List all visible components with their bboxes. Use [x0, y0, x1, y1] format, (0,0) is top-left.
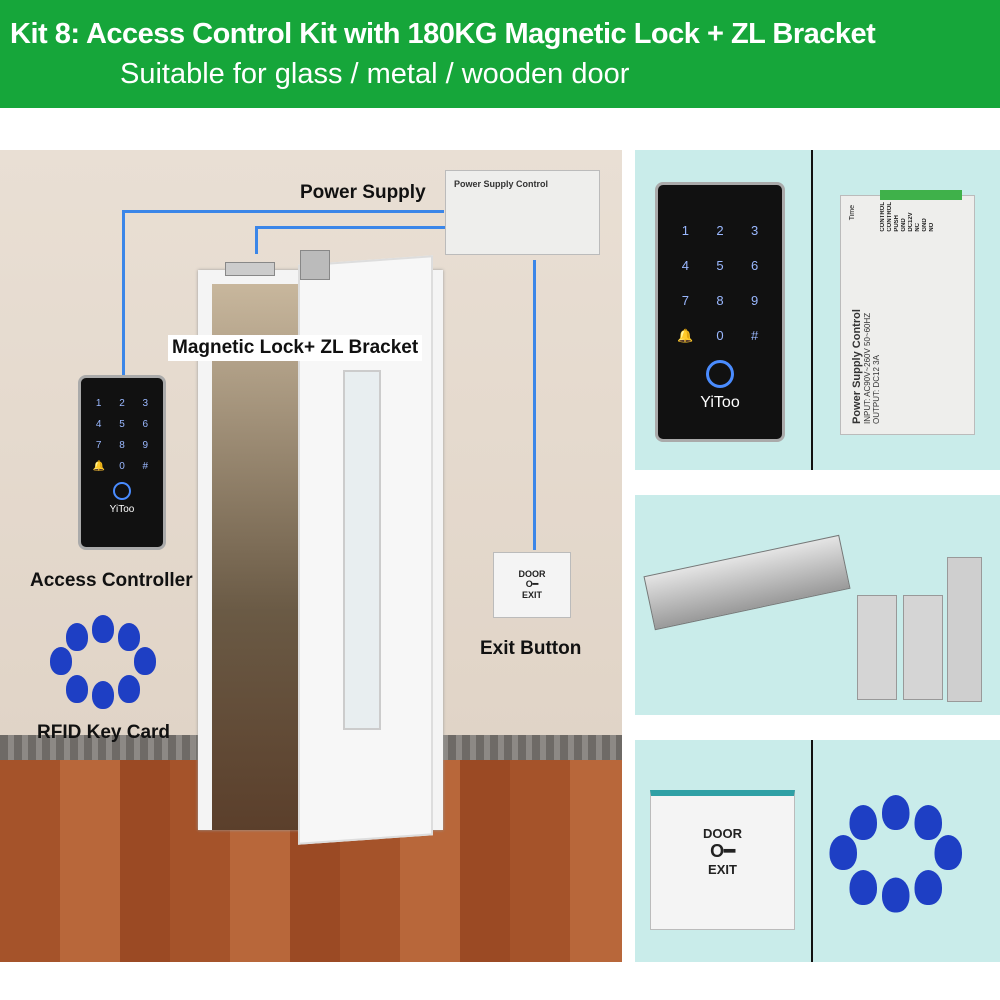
key: 9 — [751, 293, 759, 308]
installation-scene: Power Supply Control Power Supply Magnet… — [0, 150, 622, 962]
psu-output: OUTPUT: DC12 3A — [872, 355, 881, 424]
key-icon: O━ — [525, 579, 539, 589]
psu-title: Power Supply Control — [454, 179, 549, 189]
header-banner: Kit 8: Access Control Kit with 180KG Mag… — [0, 0, 1000, 108]
key: 4 — [681, 258, 689, 273]
wire — [533, 260, 536, 550]
exit-button-exit-text: EXIT — [708, 862, 737, 877]
divider — [811, 150, 813, 470]
l-bracket — [947, 557, 982, 702]
wire — [122, 210, 125, 375]
psu-title: Power Supply Control — [851, 309, 863, 424]
magnetic-lock-icon — [225, 262, 275, 276]
key-icon: O━ — [710, 841, 735, 861]
label-rfid-card: RFID Key Card — [37, 722, 171, 743]
key: 🔔 — [92, 461, 105, 472]
brand-logo: YiToo — [700, 394, 740, 411]
terminal-label: GND — [922, 218, 928, 232]
label-exit-button: Exit Button — [480, 638, 582, 659]
terminal-label: NO — [929, 222, 935, 232]
key: 4 — [95, 419, 102, 430]
terminal-label: NC — [915, 223, 921, 232]
key: 0 — [716, 328, 724, 343]
terminal-label: DC12V — [908, 212, 914, 232]
psu-input: INPUT: AC90V~260V 50~60HZ — [863, 312, 872, 424]
terminal-label: PUSH — [894, 215, 900, 232]
zl-bracket-icon — [300, 250, 330, 280]
fingerprint-icon — [706, 360, 734, 388]
key: 3 — [142, 398, 149, 409]
product-panel-magnetic-lock — [635, 495, 1000, 715]
label-power-supply: Power Supply — [300, 182, 426, 203]
rfid-cards-product — [827, 795, 1000, 970]
rfid-cards-icon — [48, 615, 158, 710]
label-magnetic-lock: Magnetic Lock+ ZL Bracket — [168, 335, 423, 361]
psu-terminal-labels: CONTROL CONTROL PUSH GND DC12V NC GND NO — [880, 202, 935, 232]
key: 🔔 — [677, 328, 694, 343]
wire — [255, 226, 445, 229]
exit-button-product: DOOR O━ EXIT — [650, 790, 795, 930]
terminal-label: CONTROL — [880, 202, 886, 232]
wire — [122, 210, 444, 213]
door-glass — [343, 370, 381, 730]
key: 2 — [716, 223, 724, 238]
exit-button-exit-text: EXIT — [521, 590, 542, 600]
product-panel-keypad-psu: 1 2 3 4 5 6 7 8 9 🔔 0 # YiToo Power Supply Contr… — [635, 150, 1000, 470]
key: 2 — [119, 398, 125, 409]
key: 1 — [681, 223, 689, 238]
terminal-block — [880, 190, 962, 200]
key: 7 — [681, 293, 689, 308]
key: 7 — [95, 440, 102, 451]
z-bracket — [857, 595, 897, 700]
key: 5 — [119, 419, 125, 430]
product-panel-exit-rfid: DOOR O━ EXIT — [635, 740, 1000, 962]
exit-button-door-text: DOOR — [703, 826, 742, 841]
key: 6 — [142, 419, 149, 430]
key: 8 — [716, 293, 724, 308]
label-access-controller: Access Controller — [30, 570, 193, 591]
power-supply-unit: Power Supply Control — [445, 170, 600, 255]
keypad-product: 1 2 3 4 5 6 7 8 9 🔔 0 # YiToo — [655, 182, 785, 442]
brand-logo: YiToo — [109, 504, 135, 515]
divider — [811, 740, 813, 962]
page-title: Kit 8: Access Control Kit with 180KG Mag… — [10, 18, 876, 50]
key: 8 — [119, 440, 125, 451]
exit-button-door-text: DOOR — [518, 569, 546, 579]
key: # — [142, 461, 149, 472]
z-bracket — [903, 595, 943, 700]
page-subtitle: Suitable for glass / metal / wooden door — [120, 58, 630, 90]
key: 5 — [716, 258, 724, 273]
magnetic-lock-product — [643, 534, 851, 631]
key: # — [751, 328, 759, 343]
key: 6 — [751, 258, 759, 273]
psu-timer-label: Time — [849, 205, 856, 221]
terminal-label: CONTROL — [887, 202, 893, 232]
fingerprint-icon — [113, 482, 131, 500]
key: 3 — [751, 223, 759, 238]
key: 1 — [95, 398, 102, 409]
key: 0 — [119, 461, 125, 472]
wire — [255, 226, 258, 254]
exit-button-device: DOOR O━ EXIT — [493, 552, 571, 618]
terminal-label: GND — [901, 218, 907, 232]
access-controller-keypad: 1 2 3 4 5 6 7 8 9 🔔 0 # YiToo — [78, 375, 166, 550]
key: 9 — [142, 440, 149, 451]
